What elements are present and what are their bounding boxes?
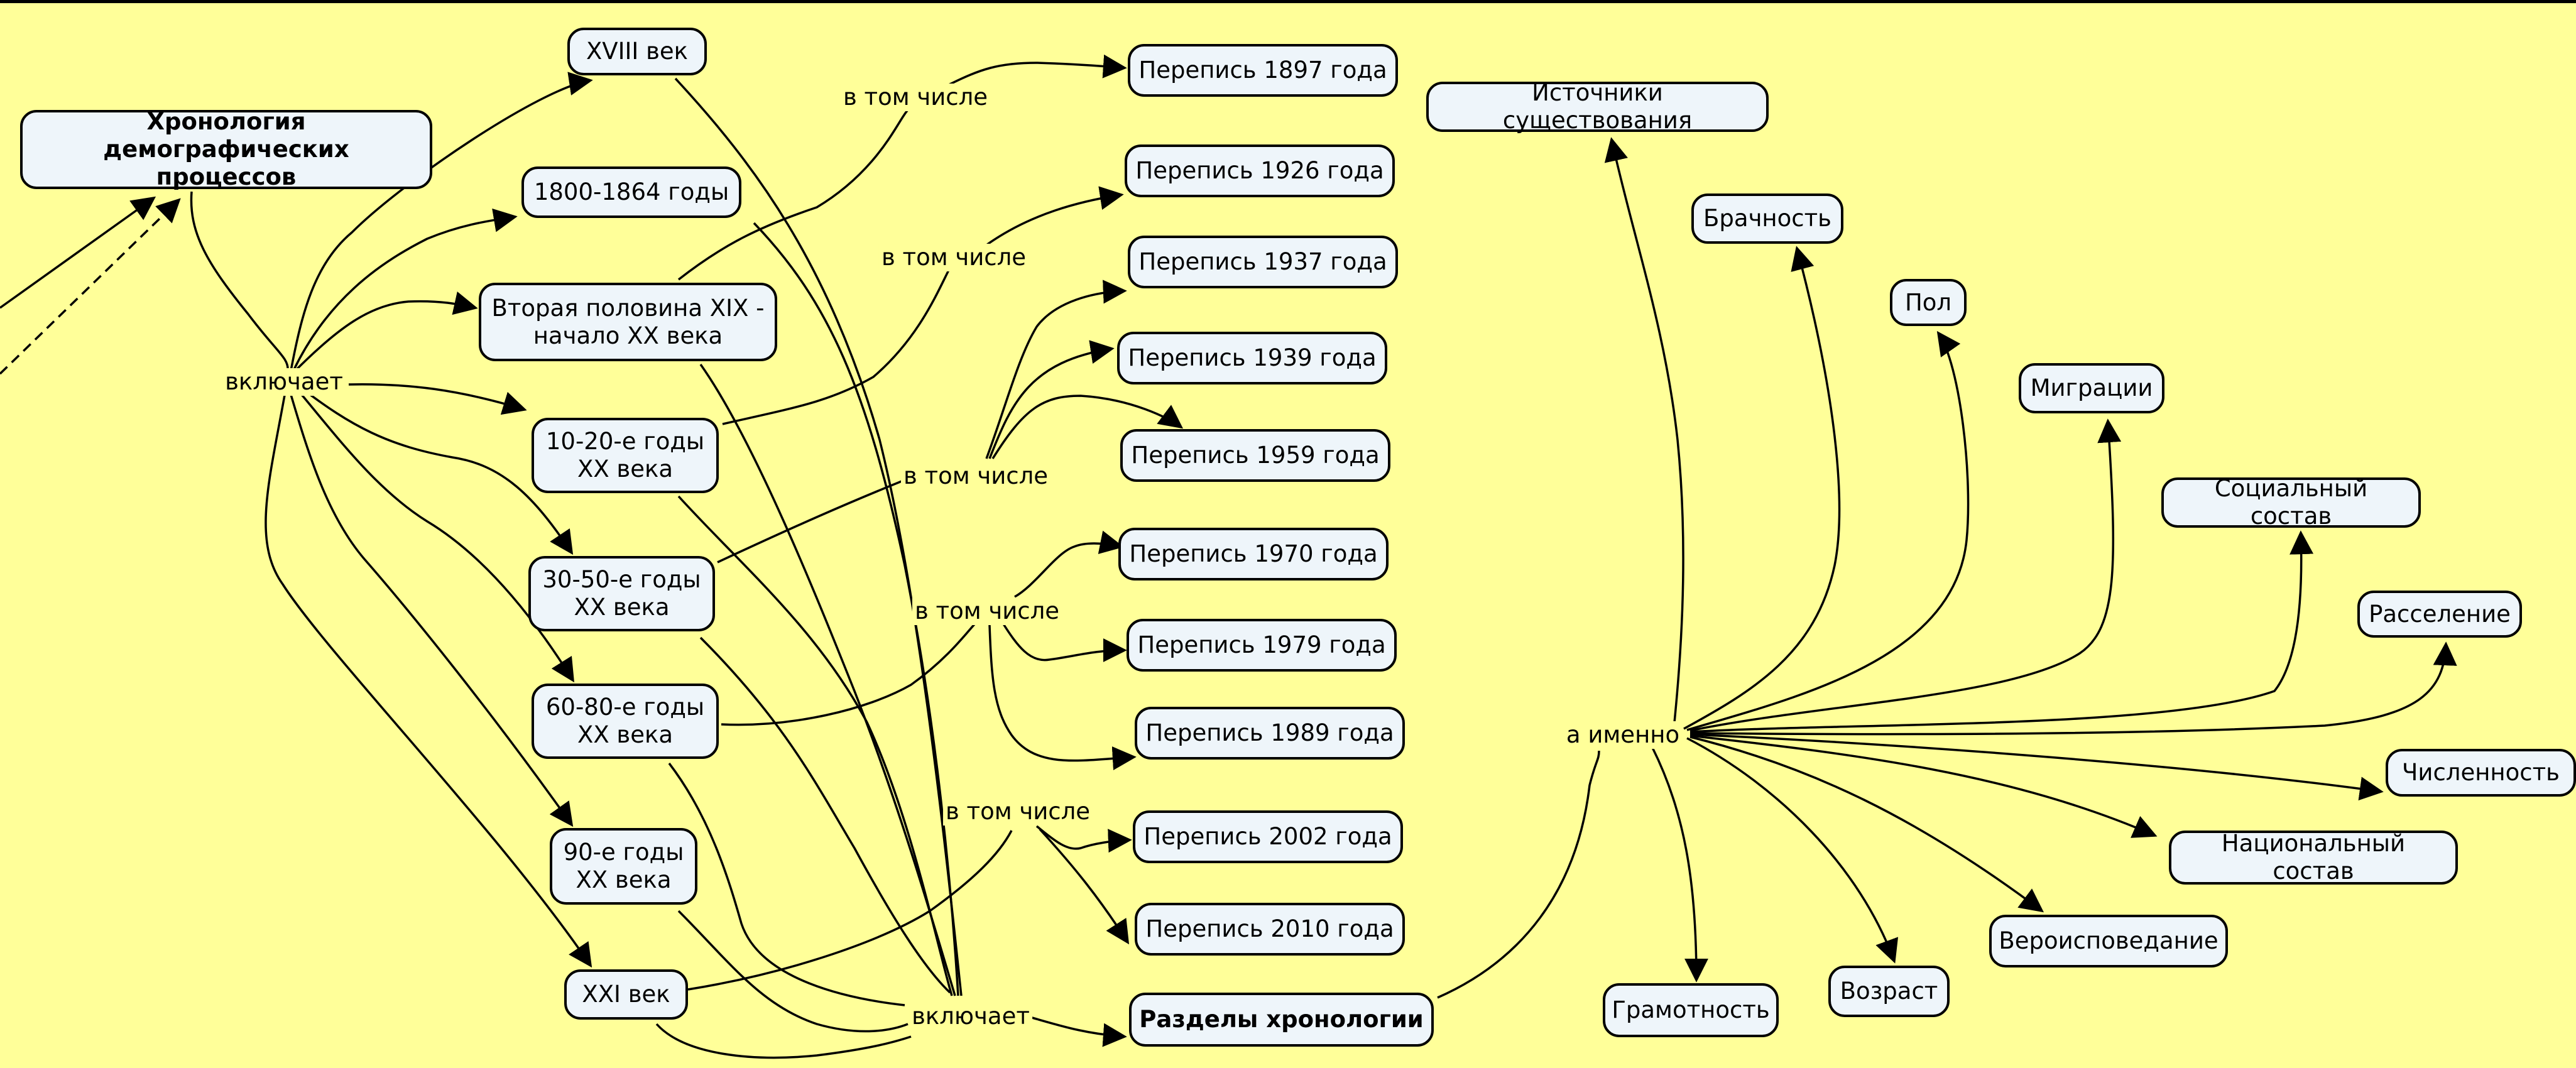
link-incl1-p1897	[948, 54, 1127, 86]
link-label-including-5: в том числе	[942, 798, 1093, 826]
node-marriage-rate[interactable]: Брачность	[1691, 193, 1843, 244]
link-c1020-includes2	[677, 495, 953, 996]
node-census-1970[interactable]: Перепись 1970 года	[1118, 528, 1389, 580]
node-population-size[interactable]: Численность	[2386, 749, 2576, 797]
node-1920s[interactable]: 10-20-е годы XX века	[532, 418, 719, 493]
link-c3050-incl3	[717, 476, 912, 564]
node-census-1959[interactable]: Перепись 1959 года	[1120, 429, 1390, 482]
node-21st-century[interactable]: XXI век	[564, 969, 688, 1020]
node-sources-of-livelihood[interactable]: Источники существования	[1426, 79, 1769, 134]
link-sections-namely	[1437, 750, 1600, 999]
node-18th-century[interactable]: XVIII век	[567, 28, 707, 75]
link-incl3-p1937	[985, 280, 1127, 459]
link-offcanvas-root-dashed	[0, 198, 181, 375]
link-c3050-includes2	[699, 636, 951, 994]
link-label-includes-top: включает	[222, 368, 346, 396]
node-census-1989[interactable]: Перепись 1989 года	[1135, 707, 1405, 760]
link-offcanvas-root	[0, 196, 156, 309]
node-sections[interactable]: Разделы хронологии	[1129, 993, 1434, 1047]
link-incl5-p2002	[1035, 825, 1132, 853]
node-1990s[interactable]: 90-е годы XX века	[550, 828, 697, 905]
node-settlement[interactable]: Расселение	[2357, 591, 2522, 638]
link-includes-c1800	[292, 208, 518, 371]
link-namely-sources	[1604, 137, 1684, 723]
link-label-including-1: в том числе	[840, 84, 991, 111]
link-label-includes-bottom: включает	[909, 1003, 1032, 1030]
link-includes-c3050	[297, 384, 574, 555]
link-incl4-p1989	[988, 624, 1137, 770]
node-migration[interactable]: Миграции	[2019, 363, 2164, 413]
link-namely-age	[1686, 737, 1899, 964]
link-incl4-p1979	[1001, 621, 1127, 663]
link-c6080-includes2	[668, 762, 905, 1006]
node-age[interactable]: Возраст	[1828, 966, 1950, 1017]
link-c19-incl1	[677, 109, 909, 281]
link-namely-literacy	[1651, 747, 1708, 983]
link-incl3-p1959	[991, 395, 1184, 459]
link-c6080-incl4	[721, 618, 981, 726]
link-includes2-sections	[1020, 1013, 1127, 1047]
link-namely-social	[1689, 530, 2314, 733]
link-label-namely: а именно	[1563, 721, 1683, 749]
node-second-half-19th[interactable]: Вторая половина XIX - начало XX века	[479, 283, 777, 361]
link-namely-marriage	[1683, 246, 1841, 730]
link-root-includes	[190, 191, 289, 371]
link-includes-c19	[294, 292, 478, 372]
link-incl2-p1926	[985, 186, 1124, 246]
node-1960s-80s[interactable]: 60-80-е годы XX века	[532, 684, 719, 759]
node-census-2002[interactable]: Перепись 2002 года	[1133, 810, 1403, 863]
link-includes-c1020	[348, 383, 527, 415]
link-incl5-p2010	[1039, 828, 1130, 945]
node-social-composition[interactable]: Социальный состав	[2161, 475, 2421, 530]
node-census-1979[interactable]: Перепись 1979 года	[1127, 619, 1397, 672]
link-namely-religion	[1689, 736, 2044, 913]
node-literacy[interactable]: Грамотность	[1603, 983, 1779, 1037]
link-namely-sex	[1686, 330, 1970, 731]
node-national-composition[interactable]: Национальный состав	[2169, 830, 2458, 885]
node-census-2010[interactable]: Перепись 2010 года	[1135, 903, 1405, 956]
link-namely-settlement	[1689, 641, 2457, 736]
link-namely-national	[1689, 734, 2158, 838]
link-incl4-p1970	[1014, 530, 1124, 598]
link-c18-includes2	[674, 77, 963, 996]
node-religion[interactable]: Вероисповедание	[1989, 915, 2228, 967]
link-includes-c18	[290, 72, 593, 371]
node-1930s-50s[interactable]: 30-50-е годы XX века	[528, 556, 715, 631]
link-namely-migration	[1689, 418, 2122, 732]
link-c1800-includes2	[753, 222, 959, 996]
link-includes-c90	[288, 388, 574, 827]
node-census-1926[interactable]: Перепись 1926 года	[1125, 144, 1395, 197]
link-c1020-incl2	[722, 270, 950, 425]
link-c90-includes2	[677, 910, 909, 1033]
node-census-1897[interactable]: Перепись 1897 года	[1128, 44, 1398, 97]
link-includes-c21	[265, 388, 592, 968]
link-namely-population	[1689, 733, 2384, 801]
link-label-including-4: в том числе	[912, 597, 1062, 625]
link-c21-includes2	[655, 1023, 912, 1059]
node-root[interactable]: Хронология демографических процессов	[20, 108, 432, 190]
node-census-1937[interactable]: Перепись 1937 года	[1128, 236, 1398, 288]
node-sex[interactable]: Пол	[1890, 279, 1967, 326]
node-1800-1864[interactable]: 1800-1864 годы	[521, 166, 741, 218]
node-census-1939[interactable]: Перепись 1939 года	[1117, 332, 1387, 384]
link-label-including-2: в том числе	[878, 244, 1029, 271]
link-label-including-3: в том числе	[900, 462, 1051, 490]
link-incl3-p1939	[988, 340, 1115, 459]
link-c21-incl5	[687, 830, 1013, 991]
